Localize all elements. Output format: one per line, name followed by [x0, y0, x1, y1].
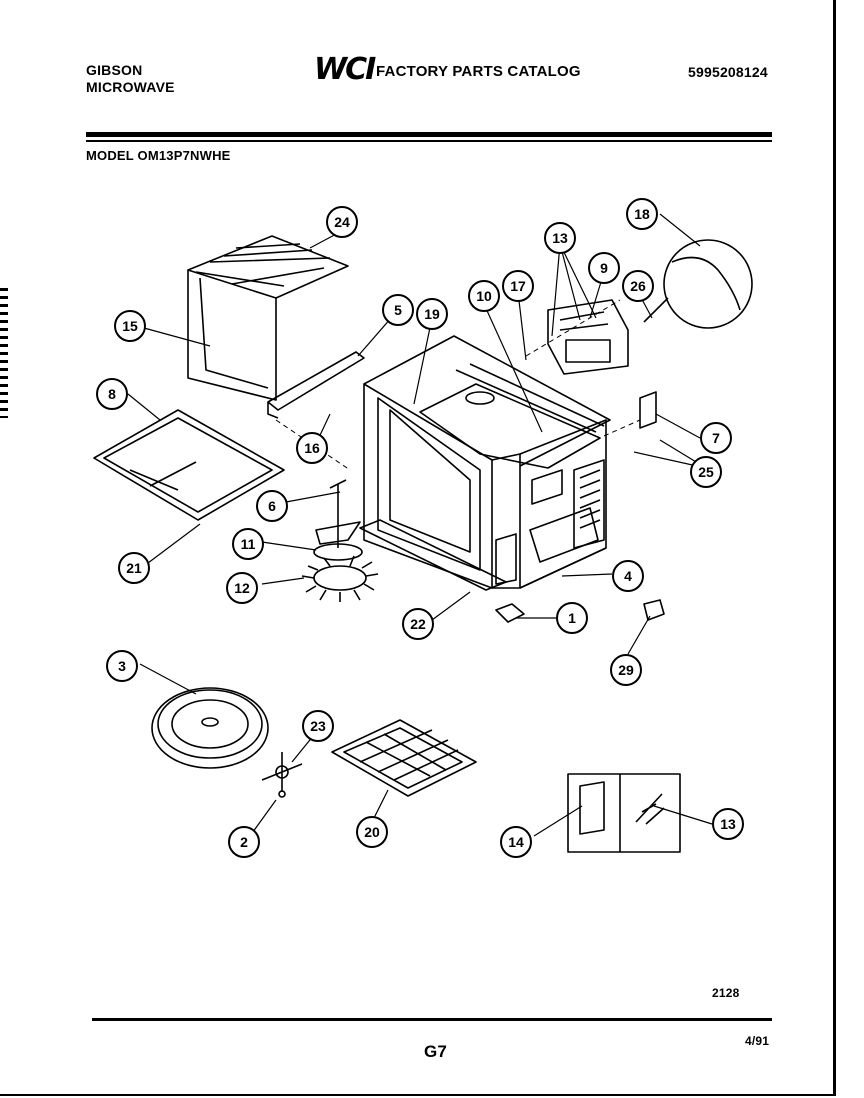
side-rail-part: [267, 351, 365, 419]
brand-block: GIBSON MICROWAVE: [86, 62, 175, 96]
svg-text:7: 7: [712, 430, 720, 446]
svg-text:19: 19: [424, 306, 440, 322]
callout-8: 8: [96, 378, 128, 410]
callout-10: 10: [468, 280, 500, 312]
product-type: MICROWAVE: [86, 79, 175, 95]
callout-7: 7: [700, 422, 732, 454]
catalog-date: 4/91: [745, 1034, 770, 1048]
cabinet-part: [363, 335, 611, 589]
callout-29: 29: [610, 654, 642, 686]
wiring-detail-part: [643, 239, 753, 329]
svg-text:16: 16: [304, 440, 320, 456]
svg-text:26: 26: [630, 278, 646, 294]
top-cover-part: [187, 235, 349, 401]
svg-text:9: 9: [600, 260, 608, 276]
svg-text:25: 25: [698, 464, 714, 480]
callout-21: 21: [118, 552, 150, 584]
callout-12: 12: [226, 572, 258, 604]
callout-18: 18: [626, 198, 658, 230]
svg-text:13: 13: [720, 816, 736, 832]
svg-text:21: 21: [126, 560, 142, 576]
turntable-part: [151, 687, 269, 769]
figure-code: 2128: [712, 986, 740, 1000]
svg-text:4: 4: [624, 568, 632, 584]
bottom-plate-part: [93, 409, 285, 521]
svg-text:1: 1: [568, 610, 576, 626]
header-rule-thin: [86, 140, 772, 142]
svg-text:5: 5: [394, 302, 402, 318]
callout-group: 24 15 5 19 10 17 13 9 26 18 8 7 16 25 6 …: [96, 198, 744, 858]
callout-3: 3: [106, 650, 138, 682]
svg-text:12: 12: [234, 580, 250, 596]
svg-text:17: 17: [510, 278, 526, 294]
svg-text:18: 18: [634, 206, 650, 222]
brand-name: GIBSON: [86, 62, 143, 78]
svg-text:23: 23: [310, 718, 326, 734]
callout-9: 9: [588, 252, 620, 284]
callout-26: 26: [622, 270, 654, 302]
svg-text:10: 10: [476, 288, 492, 304]
svg-text:2: 2: [240, 834, 248, 850]
svg-text:8: 8: [108, 386, 116, 402]
svg-text:6: 6: [268, 498, 276, 514]
callout-5: 5: [382, 294, 414, 326]
wci-logo: WCI: [314, 52, 376, 87]
svg-text:22: 22: [410, 616, 426, 632]
callout-14: 14: [500, 826, 532, 858]
assembly-lines: [275, 299, 641, 471]
callout-24: 24: [326, 206, 358, 238]
clip-part: [643, 599, 665, 621]
header-rule: [86, 132, 772, 137]
door-seal-part: [359, 519, 507, 591]
svg-text:20: 20: [364, 824, 380, 840]
stirrer-assembly-part: [301, 479, 379, 602]
callout-17: 17: [502, 270, 534, 302]
binding-marks: [0, 288, 8, 418]
callout-2: 2: [228, 826, 260, 858]
callout-16: 16: [296, 432, 328, 464]
page-frame: [0, 0, 836, 1096]
svg-text:29: 29: [618, 662, 634, 678]
callout-20: 20: [356, 816, 388, 848]
callout-23: 23: [302, 710, 334, 742]
callout-15: 15: [114, 310, 146, 342]
svg-text:15: 15: [122, 318, 138, 334]
latch-part: [495, 603, 525, 623]
model-number: MODEL OM13P7NWHE: [86, 148, 231, 163]
rack-part: [331, 719, 477, 797]
svg-text:14: 14: [508, 834, 524, 850]
roller-part: [261, 752, 303, 798]
callout-1: 1: [556, 602, 588, 634]
callout-11: 11: [232, 528, 264, 560]
page-id: G7: [424, 1042, 448, 1061]
callout-13-inset: 13: [712, 808, 744, 840]
control-panel-part: [547, 299, 629, 375]
callout-19: 19: [416, 298, 448, 330]
footer-rule: [92, 1018, 772, 1021]
callout-4: 4: [612, 560, 644, 592]
svg-text:3: 3: [118, 658, 126, 674]
catalog-title: FACTORY PARTS CATALOG: [376, 63, 581, 80]
callout-13: 13: [544, 222, 576, 254]
callout-6: 6: [256, 490, 288, 522]
svg-text:11: 11: [241, 536, 256, 552]
svg-text:24: 24: [334, 214, 350, 230]
svg-text:13: 13: [552, 230, 568, 246]
callout-22: 22: [402, 608, 434, 640]
parts-inset-box: [567, 773, 681, 853]
part-number: 5995208124: [688, 64, 768, 80]
callout-25: 25: [690, 456, 722, 488]
bracket-part: [639, 391, 657, 429]
